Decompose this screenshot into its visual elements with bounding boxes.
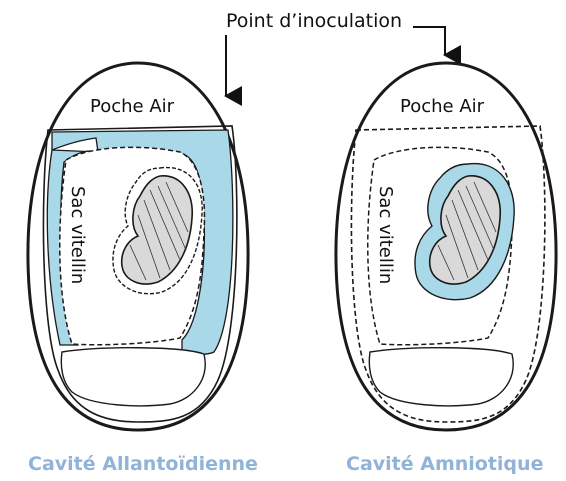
right-lower-chamber xyxy=(369,348,513,406)
left-lower-chamber xyxy=(61,348,205,406)
left-caption: Cavité Allantoïdienne xyxy=(28,453,258,475)
right-egg: Poche Air Sac vitellin Cavité Amniotique xyxy=(336,63,556,475)
inoculation-point-label: Point d’inoculation xyxy=(226,10,402,32)
right-yolk-sac-label: Sac vitellin xyxy=(375,186,396,284)
arrow-to-right-egg xyxy=(413,27,445,55)
left-air-pocket-label: Poche Air xyxy=(90,96,175,117)
right-caption: Cavité Amniotique xyxy=(346,453,543,475)
left-egg: Poche Air Sac vitellin Cavité Allantoïdi… xyxy=(28,63,258,475)
left-yolk-sac-label: Sac vitellin xyxy=(67,186,88,284)
right-air-pocket-label: Poche Air xyxy=(400,96,485,117)
